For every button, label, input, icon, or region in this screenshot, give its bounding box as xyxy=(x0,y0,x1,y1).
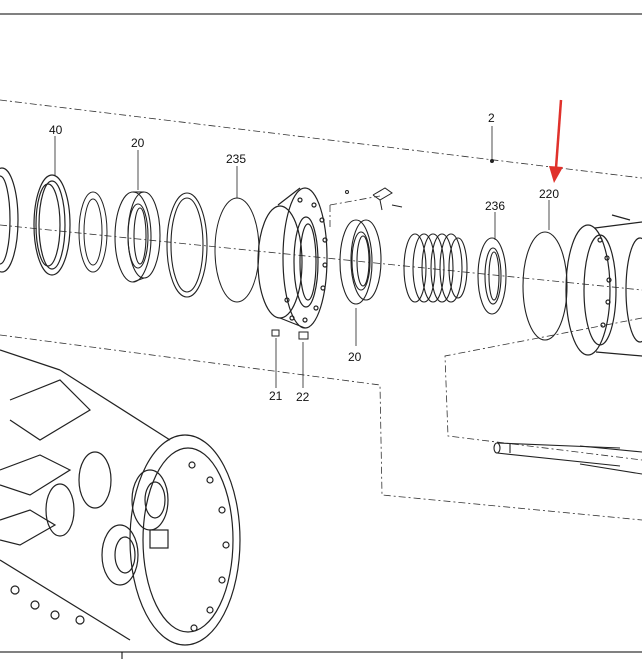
callout-2: 2 xyxy=(488,111,495,125)
screw-21 xyxy=(271,329,280,337)
toothed-ring-236 xyxy=(477,237,507,315)
callout-220: 220 xyxy=(539,187,559,201)
callout-22: 22 xyxy=(296,390,310,404)
callout-20-lower: 20 xyxy=(348,350,362,364)
callout-20-upper: 20 xyxy=(131,136,145,150)
callout-21: 21 xyxy=(269,389,283,403)
bearing-20-lower xyxy=(339,219,382,305)
coil-spring xyxy=(403,233,468,303)
callout-40: 40 xyxy=(49,123,63,137)
flange-housing xyxy=(257,187,328,329)
spacer-ring xyxy=(78,191,108,273)
large-seal-ring xyxy=(166,192,208,298)
retaining-clip xyxy=(345,187,403,211)
assembly-dashed-lines xyxy=(0,99,642,521)
screw-22 xyxy=(298,331,309,340)
highlight-arrow xyxy=(549,99,563,183)
callout-236: 236 xyxy=(485,199,505,213)
callout-235: 235 xyxy=(226,152,246,166)
assembled-motor-cutaway xyxy=(0,349,241,646)
o-ring-220 xyxy=(522,231,568,341)
o-ring-235 xyxy=(214,197,260,303)
motor-housing-right xyxy=(565,214,642,357)
seal-ring-40 xyxy=(33,174,71,276)
drive-shaft xyxy=(493,442,642,475)
leader-lines xyxy=(54,126,550,388)
partial-ring-left xyxy=(0,167,19,273)
bearing-20-upper xyxy=(114,191,161,283)
